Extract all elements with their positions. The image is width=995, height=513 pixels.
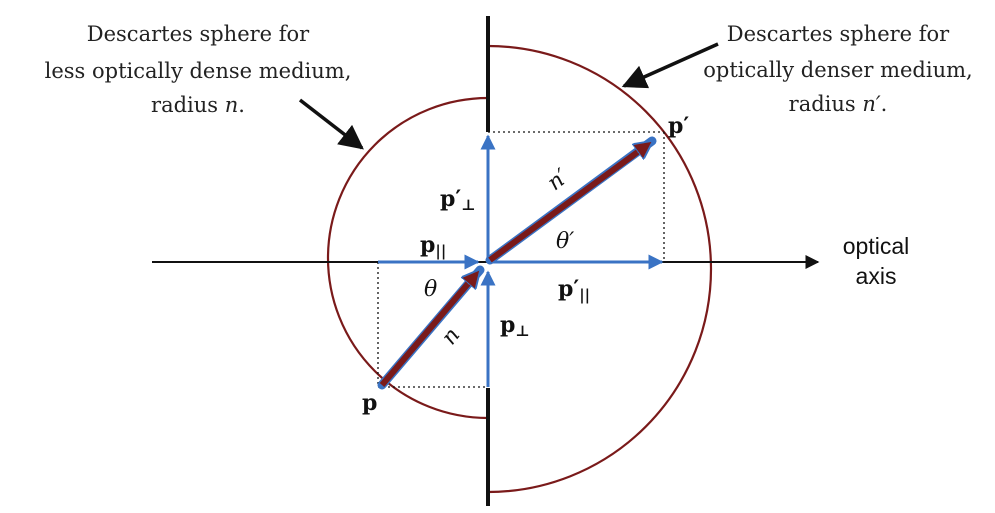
right-callout-line3: radius n′. <box>789 92 888 116</box>
ray-p <box>379 272 478 387</box>
right-callout-line1: Descartes sphere for <box>727 22 950 46</box>
right-callout-line2: optically denser medium, <box>703 58 972 82</box>
axis-label-line1: optical <box>843 233 909 259</box>
label-p-prime-par: p′|| <box>558 276 590 304</box>
label-n-prime: n′ <box>543 164 573 196</box>
left-callout-line3: radius n. <box>151 93 245 117</box>
axis-label-line2: axis <box>856 263 897 289</box>
label-p-prime: p′ <box>668 113 689 139</box>
label-theta-prime: θ′ <box>556 229 574 254</box>
left-sphere-half <box>326 96 489 420</box>
left-callout: Descartes sphere for less optically dens… <box>45 22 352 117</box>
label-p-perp: p⊥ <box>500 312 530 340</box>
label-p: p <box>362 390 377 416</box>
arrow-pointer-icon <box>298 98 364 150</box>
label-theta: θ <box>424 277 437 302</box>
arrow-pointer-icon <box>621 42 719 89</box>
label-p-prime-perp: p′⊥ <box>440 186 476 214</box>
left-callout-line1: Descartes sphere for <box>87 22 310 46</box>
label-n: n <box>437 323 465 350</box>
label-p-par: p|| <box>420 232 446 260</box>
ray-p-prime <box>488 143 650 263</box>
construction-lines <box>377 131 665 388</box>
right-callout: Descartes sphere for optically denser me… <box>703 22 972 116</box>
optical-axis-label: optical axis <box>843 233 909 289</box>
right-sphere-half <box>487 44 713 494</box>
left-callout-line2: less optically dense medium, <box>45 59 352 83</box>
